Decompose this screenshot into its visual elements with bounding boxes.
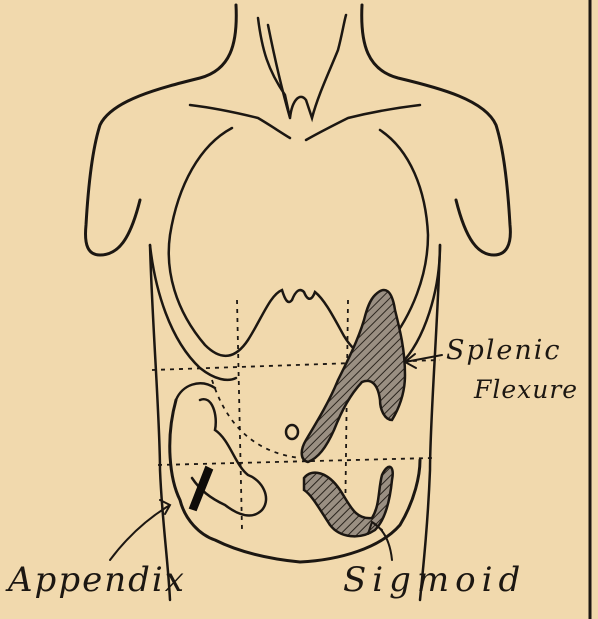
label-flexure: Flexure [474, 375, 578, 404]
label-splenic: Splenic [446, 335, 562, 366]
neck-lines [258, 15, 346, 118]
label-appendix: Appendix [8, 560, 186, 600]
clavicle-left [190, 105, 290, 138]
appendix-mark [190, 467, 212, 510]
cecum-outline [192, 399, 266, 515]
flank-right [420, 245, 440, 600]
lower-ribs-left [150, 245, 236, 380]
ascending-colon-outline [176, 383, 215, 400]
torso-outline [86, 5, 511, 255]
appendix-leader-arrow [110, 500, 170, 560]
splenic-flexure-shaded [302, 290, 405, 462]
sigmoid-shaded [304, 467, 393, 537]
clavicle-right [306, 105, 420, 140]
label-sigmoid: Sigmoid [343, 560, 526, 600]
navel [286, 425, 298, 439]
